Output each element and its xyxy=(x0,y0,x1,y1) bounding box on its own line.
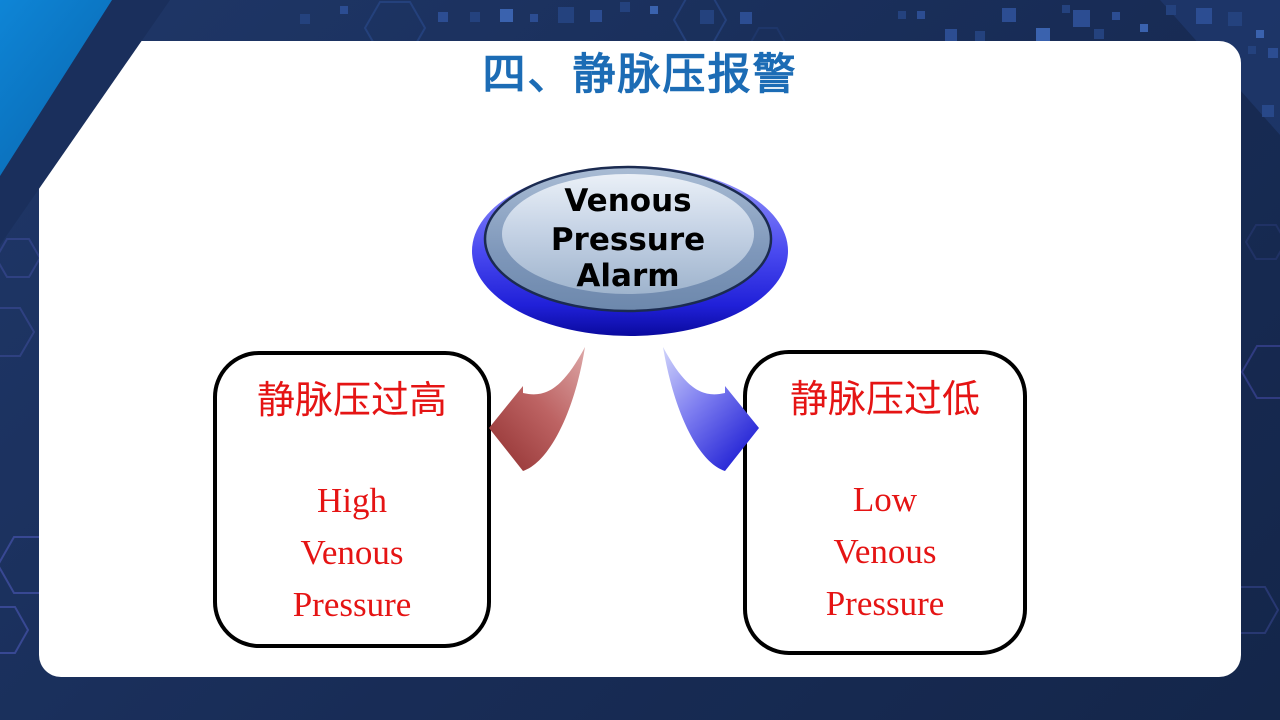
high-box-line2: Venous xyxy=(300,533,404,572)
button-label-line2: Pressure xyxy=(551,222,705,258)
high-box-line1: High xyxy=(317,481,387,520)
low-box-line1: Low xyxy=(852,480,918,519)
venous-pressure-alarm-button: Venous Pressure Alarm xyxy=(472,165,788,336)
high-box-title-cn: 静脉压过高 xyxy=(256,380,447,422)
slide-title: 四、静脉压报警 xyxy=(482,52,798,99)
low-venous-pressure-box: 静脉压过低 Low Venous Pressure xyxy=(743,350,1027,655)
high-box-text-en: High Venous Pressure xyxy=(217,475,487,631)
pixel-squares xyxy=(300,2,1278,117)
high-box-line3: Pressure xyxy=(292,585,412,624)
high-venous-pressure-box: 静脉压过高 High Venous Pressure xyxy=(213,351,491,648)
button-label-line1: Venous xyxy=(564,183,691,219)
curved-arrow-blue xyxy=(663,347,759,471)
button-inner-ellipse xyxy=(502,174,754,294)
low-box-line3: Pressure xyxy=(825,584,945,623)
low-box-line2: Venous xyxy=(833,532,937,571)
low-box-title-cn: 静脉压过低 xyxy=(789,379,980,421)
curved-arrow-red xyxy=(489,347,585,471)
low-box-text-en: Low Venous Pressure xyxy=(747,474,1023,630)
button-label-line3: Alarm xyxy=(576,258,679,294)
